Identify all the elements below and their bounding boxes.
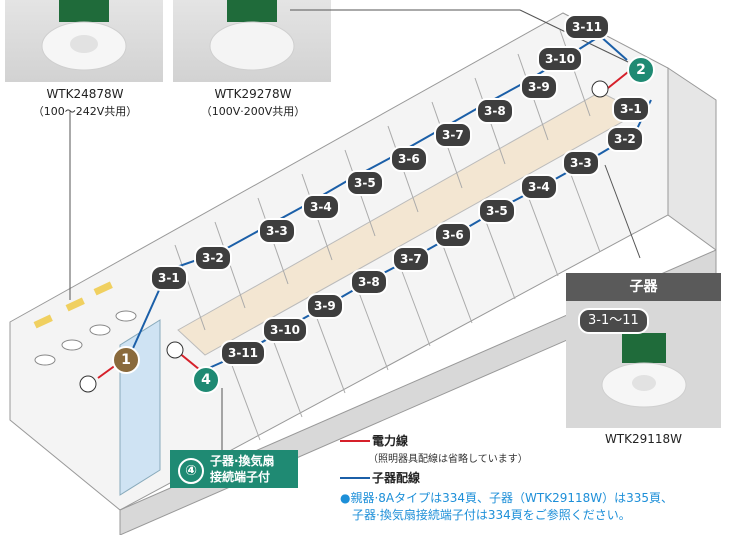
parent-marker-1: 1 [112,346,140,374]
reference-note-line2: 子器·換気扇接続端子付は334頁をご参照ください。 [352,508,631,522]
lower-child-label-10: 3-10 [262,317,309,343]
upper-child-label-6: 3-6 [390,146,428,172]
lower-child-label-3: 3-3 [562,150,600,176]
sink [34,354,56,366]
upper-child-label-1: 3-1 [150,265,188,291]
upper-child-label-3: 3-3 [258,218,296,244]
upper-child-label-8: 3-8 [476,98,514,124]
building-right-wall [667,67,717,251]
lower-child-label-9: 3-9 [306,293,344,319]
child-panel-badge: 3-1〜11 [578,308,649,334]
product-photo-wtk24878w [5,0,163,82]
child-sensor-image [601,333,687,408]
reference-note: ●親器·8Aタイプは334頁、子器（WTK29118W）は335頁、 子器·換気… [340,490,673,524]
light-fixture [65,297,85,312]
parent-marker-2: 2 [627,56,655,84]
ac-power-icon [79,375,97,393]
ac-power-icon [166,341,184,359]
sink [61,339,83,351]
sensor-with-lens-image [41,0,127,71]
reference-note-line1: ●親器·8Aタイプは334頁、子器（WTK29118W）は335頁、 [340,491,674,505]
upper-child-label-10: 3-10 [537,46,584,72]
sink [115,310,137,322]
legend-wiring-label: 子器配線 [372,471,421,485]
lower-child-label-8: 3-8 [350,269,388,295]
upper-child-label-2: 3-2 [194,245,232,271]
power-line [607,71,629,89]
product-voltage-2: （100V·200V共用） [200,105,306,118]
child-model: WTK29118W [604,432,683,446]
legend-power-swatch [340,440,370,442]
pointer-line [604,164,641,259]
product-voltage-1: （100〜242V共用） [32,105,138,118]
product-model-1: WTK24878W [46,87,124,101]
terminal-marker-4: 4 [192,366,220,394]
lower-child-label-1: 3-1 [612,96,650,122]
light-fixture [93,281,113,296]
product-model-2: WTK29278W [214,87,292,101]
sensor-plain-image [209,0,295,71]
legend-power-label: 電力線 [372,434,409,448]
upper-child-label-11: 3-11 [564,14,611,40]
terminal-number: ④ [178,458,204,484]
sink [89,324,111,336]
terminal-label-line1: 子器·換気扇 [210,454,275,468]
terminal-label-box: ④ 子器·換気扇 接続端子付 [170,450,298,488]
upper-child-label-5: 3-5 [346,170,384,196]
lower-child-label-6: 3-6 [434,222,472,248]
upper-child-label-9: 3-9 [520,74,558,100]
terminal-label: 子器·換気扇 接続端子付 [210,453,275,485]
lower-child-label-2: 3-2 [606,126,644,152]
legend-power-note: （照明器具配線は省略しています） [368,454,528,465]
upper-child-label-4: 3-4 [302,194,340,220]
child-panel-title: 子器 [566,273,721,301]
product-photo-wtk29278w [173,0,331,82]
upper-child-label-7: 3-7 [434,122,472,148]
lower-child-label-7: 3-7 [392,246,430,272]
lower-child-label-5: 3-5 [478,198,516,224]
lower-child-label-11: 3-11 [220,340,267,366]
ac-power-icon [591,80,609,98]
lower-stall-partitions [229,171,601,441]
terminal-label-line2: 接続端子付 [210,470,271,484]
light-fixture [33,314,53,329]
legend-wiring-swatch [340,477,370,479]
lower-child-label-4: 3-4 [520,174,558,200]
